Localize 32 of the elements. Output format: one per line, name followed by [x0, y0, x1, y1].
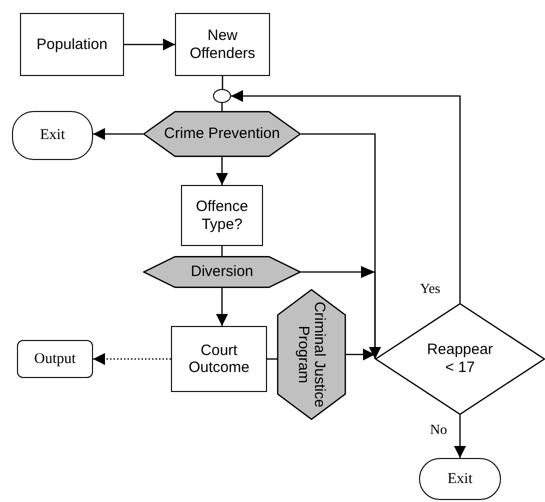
node-label: Court Outcome	[188, 342, 250, 376]
arrow	[124, 38, 175, 50]
node-label: Population	[36, 36, 108, 54]
arrow	[216, 157, 228, 185]
decision-diamond	[375, 303, 545, 415]
node-label: New Offenders	[188, 27, 256, 62]
arrow	[231, 90, 461, 303]
arrow	[93, 128, 143, 140]
node-label: Exit	[448, 470, 472, 489]
terminator	[419, 458, 501, 500]
node-label: Crime Prevention	[164, 125, 280, 143]
dotted-arrow	[93, 353, 171, 365]
node-label: Criminal Justice Program	[296, 300, 328, 410]
terminator	[12, 111, 93, 160]
hexagon-box	[143, 256, 301, 288]
arrow	[346, 348, 375, 360]
process-box	[20, 13, 124, 76]
node-label: Reappear < 17	[426, 341, 494, 377]
node-label: Offence Type?	[194, 198, 250, 233]
output-box	[17, 340, 93, 378]
process-box	[181, 185, 263, 246]
hexagon-box	[143, 111, 301, 157]
hexagon-box	[277, 289, 346, 420]
node-label: Diversion	[190, 263, 254, 281]
arrow	[454, 415, 466, 458]
arrow	[301, 266, 381, 359]
junction-circle	[213, 89, 231, 103]
process-box	[171, 326, 267, 392]
node-label: Output	[34, 350, 76, 369]
arrow	[216, 288, 228, 326]
process-box	[175, 13, 270, 76]
node-label: Exit	[40, 126, 65, 146]
